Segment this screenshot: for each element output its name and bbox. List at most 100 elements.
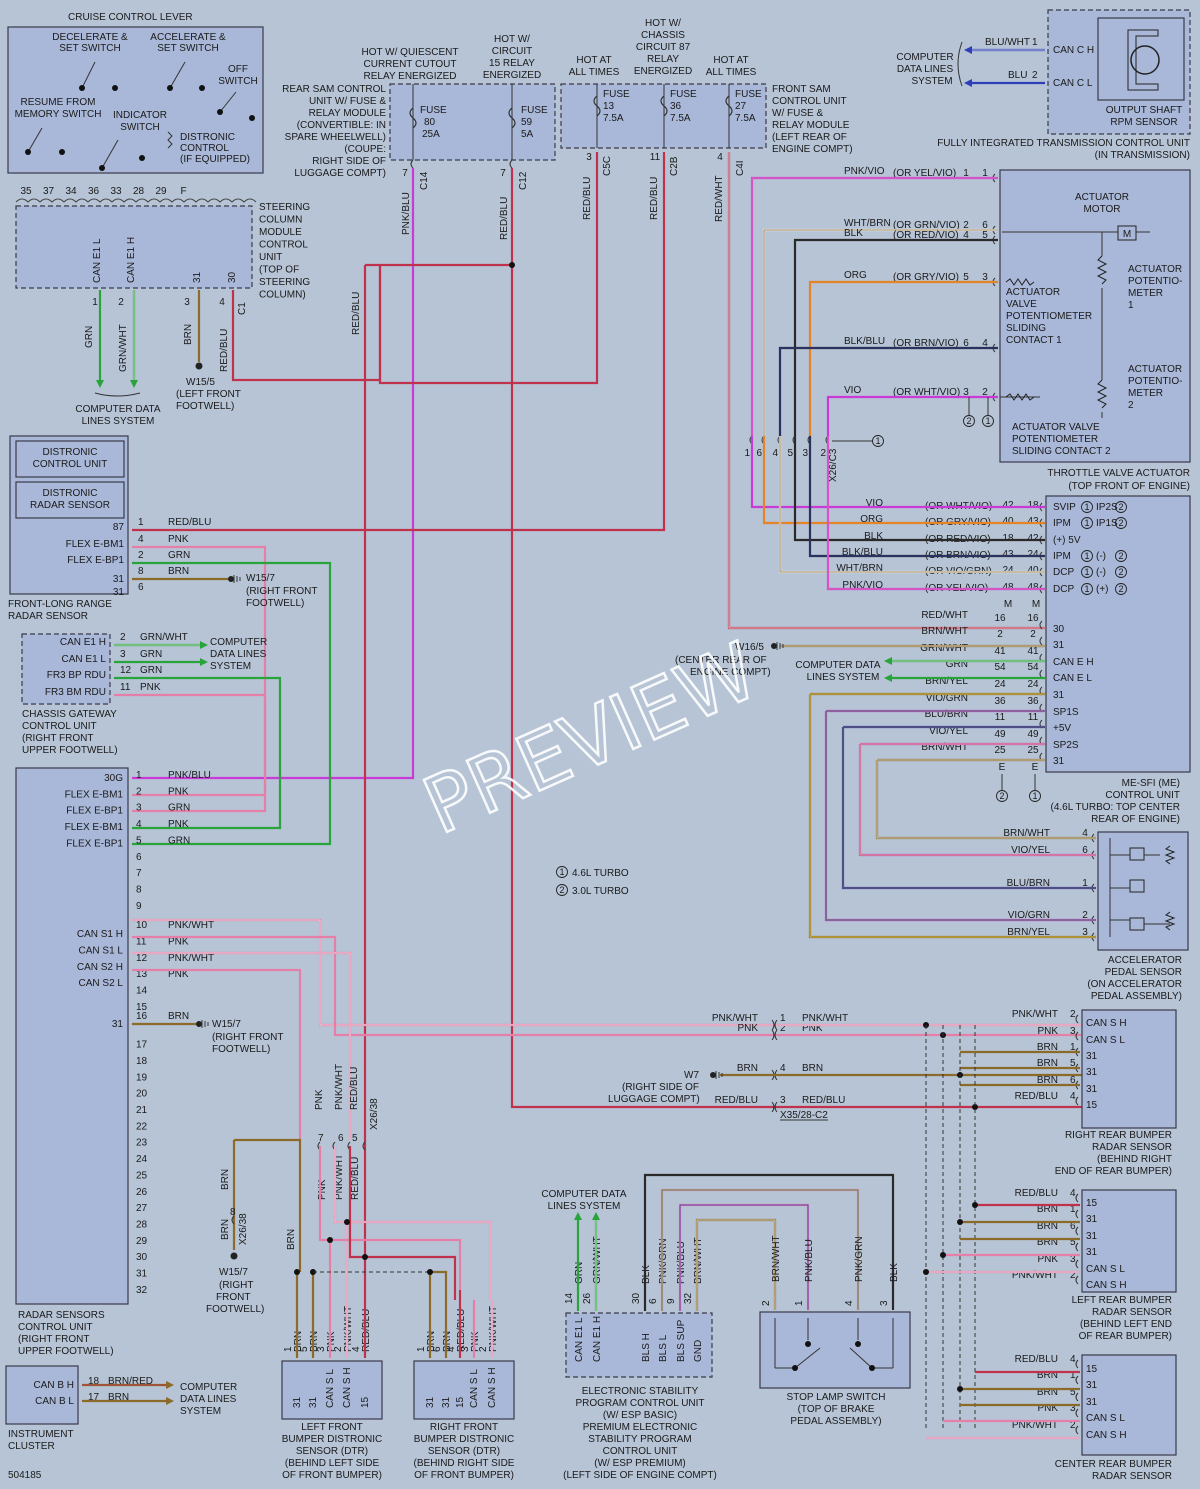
- mesfi2-wire-a-7: 49: [994, 729, 1006, 740]
- front-sam-fuse-amp-0: 7.5A: [603, 113, 624, 124]
- distronic-rs-label-1: DISTRONIC: [43, 488, 98, 499]
- mesfi2-conn-1: [1039, 636, 1043, 646]
- rear-splice-color-b-0: PNK/WHT: [802, 1013, 848, 1024]
- right-front-wire-num-2: 4: [446, 1346, 457, 1352]
- accel-title-2: (ON ACCELERATOR: [1087, 979, 1182, 990]
- left-rear-pin-4: CAN S L: [1086, 1264, 1125, 1275]
- rear-sam-pin-b: 7: [500, 168, 506, 179]
- throttle-wire-color-1: WHT/BRN: [844, 218, 891, 229]
- front-sam-conn-1: C5C: [602, 156, 613, 176]
- throttle-wire-alt-2: (OR RED/VIO): [893, 230, 959, 241]
- radar-cu-num-25: 25: [136, 1170, 148, 1181]
- steering-pin-4: 33: [110, 186, 122, 197]
- distronic-cu-label-2: CONTROL UNIT: [33, 459, 108, 470]
- throttle-slide1-1: VALVE: [1006, 299, 1037, 310]
- mesfi2-wire-b-3: 54: [1027, 662, 1039, 673]
- rear-sam-pin-a: 7: [402, 168, 408, 179]
- mesfi-pin-ref2-1-circle: [1115, 517, 1127, 529]
- accel-wire-2-stripe: [842, 727, 1096, 889]
- rear-sam-pnkblu-label: PNK/BLU: [401, 192, 412, 235]
- mesfi2-wire-color-5: VIO/GRN: [926, 693, 968, 704]
- center-rear-p-0: 4: [1070, 1354, 1076, 1365]
- x26c3-pin-3: 5: [787, 448, 793, 459]
- rear-sam-fuse-b-amp: 5A: [521, 129, 534, 140]
- rear-sam-label-2: RELAY MODULE: [309, 108, 387, 119]
- x26-conn-label: X26/38: [369, 1098, 380, 1130]
- steering-pin-3: 36: [88, 186, 100, 197]
- cr-splice-brn: [957, 1386, 963, 1392]
- mesfi-wire-color-0: VIO: [866, 498, 883, 509]
- radar-cu-num-15: 15: [136, 1002, 148, 1013]
- cluster-wire-color-1: BRN: [108, 1392, 129, 1403]
- esp-pin-2: BLS H: [641, 1333, 652, 1362]
- flex-bm1-a-wire: [132, 545, 267, 797]
- left-rear-pin-3: 31: [1086, 1247, 1098, 1258]
- mesfi-ref-2-circle: [996, 790, 1008, 802]
- left-rear-pin-1: 31: [1086, 1214, 1098, 1225]
- mesfi-wire-b-2: 42: [1027, 533, 1039, 544]
- gateway-wire-color-1: GRN: [140, 649, 162, 660]
- esp-grnwht-arrow: [592, 1212, 600, 1220]
- tcu-title-1: FULLY INTEGRATED TRANSMISSION CONTROL UN…: [937, 138, 1190, 149]
- mesfi-wire-0: [750, 436, 1045, 509]
- gateway-pin-3: FR3 BM RDU: [45, 687, 106, 698]
- stop-lamp-box: [759, 1311, 911, 1389]
- right-rear-pin-3: 31: [1086, 1067, 1098, 1078]
- right-front-wire-color-1: BRN: [442, 1331, 453, 1352]
- right-front-wire-num-3: 3: [460, 1346, 471, 1352]
- mesfi-pin-ref1-5: 1: [1084, 584, 1089, 594]
- radar-cu-num-9: 9: [136, 901, 142, 912]
- accel-pin-3: 2: [1082, 910, 1088, 921]
- mesfi2-wire-a-5: 36: [994, 696, 1006, 707]
- radar-cu-wire-num-3: 4: [136, 819, 142, 830]
- steering-module-label-6: STEERING: [259, 277, 310, 288]
- switch-contact-b-1: [199, 85, 205, 91]
- radar-cu-can-num-1: 11: [136, 937, 147, 948]
- accel-wire-color-3: VIO/GRN: [1008, 910, 1050, 921]
- right-front-pin-2: 15: [455, 1396, 466, 1408]
- left-rear-conn-5: [1075, 1275, 1079, 1285]
- mesfi-pin-ref1-0: 1: [1084, 502, 1089, 512]
- radar-cu-can-pin-0: CAN S1 H: [77, 929, 123, 940]
- rear-splice-color-b-2: BRN: [802, 1063, 823, 1074]
- tcu-can-h: CAN C H: [1053, 45, 1094, 56]
- steering-module-label-1: COLUMN: [259, 215, 302, 226]
- mesfi2-wire-b-2: 41: [1027, 646, 1039, 657]
- radar-cu-can-pin-1: CAN S1 L: [79, 946, 124, 957]
- mesfi-wire-a-5: 48: [1002, 582, 1014, 593]
- rear-sam-conn-a: C14: [419, 171, 430, 190]
- front-radar-title-2: RADAR SENSOR: [8, 611, 88, 622]
- mesfi-wire-a-1: 40: [1002, 516, 1014, 527]
- switch-blade-4: [101, 139, 119, 169]
- throttle-wire-color-4: BLK/BLU: [844, 336, 885, 347]
- front-sam-36-wire: [132, 152, 666, 532]
- pedal-sensor-element-0: [1129, 847, 1145, 861]
- left-rear-p-3: 5: [1070, 1237, 1076, 1248]
- mesfi-pin-4: DCP: [1053, 567, 1074, 578]
- throttle-title-2: (TOP FRONT OF ENGINE): [1068, 481, 1190, 492]
- rear-splice-color-a-1: PNK: [737, 1023, 758, 1034]
- x26-redblu-label: RED/BLU: [349, 1067, 360, 1110]
- gateway-wire-color-3: PNK: [140, 682, 161, 693]
- throttle-wire-a-0: 1: [963, 168, 969, 179]
- rear-splice-color-b-3: RED/BLU: [802, 1095, 845, 1106]
- esp-wire-color-4: PNK/BLU: [676, 1241, 687, 1284]
- center-rear-color-4: PNK/WHT: [1012, 1420, 1058, 1431]
- front-radar-pin-0: 87: [113, 522, 125, 533]
- throttle-pot2-1: POTENTIO-: [1128, 376, 1182, 387]
- right-rear-title-2: (BEHIND RIGHT: [1097, 1154, 1172, 1165]
- lf-pnkwht-to-rf-stripe: [334, 1146, 491, 1300]
- mesfi-e2: E: [1032, 762, 1039, 773]
- mesfi-wire-a-0: 42: [1002, 500, 1014, 511]
- esp-pnkblu-wire-stripe: [679, 1204, 809, 1311]
- mesfi-pin-0: SVIP: [1053, 502, 1076, 513]
- tcu-cdl-1: COMPUTER: [896, 52, 953, 63]
- center-rear-p-2: 5: [1070, 1387, 1076, 1398]
- rf-brn-2: [430, 1270, 448, 1358]
- throttle-wire-color-2: BLK: [844, 228, 863, 239]
- center-rear-pin-2: 31: [1086, 1397, 1098, 1408]
- steering-grnwht-arrow: [130, 380, 138, 388]
- esp-title-4: STABILITY PROGRAM: [588, 1434, 692, 1445]
- steering-redblu-label: RED/BLU: [219, 329, 230, 372]
- front-sam-pin-3: 4: [717, 152, 723, 163]
